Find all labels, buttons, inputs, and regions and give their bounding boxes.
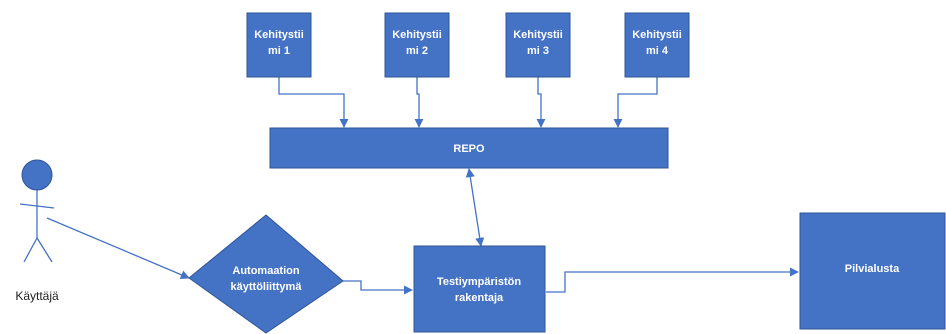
cloud-platform-label: Pilvialusta	[845, 263, 900, 275]
repo-node: REPO	[269, 127, 669, 169]
developer-node-4-label-line1: Kehitystii	[632, 29, 682, 41]
edge-dev3-repo	[536, 77, 546, 128]
developer-node-1: Kehitystii mi 1	[246, 12, 312, 78]
developer-node-4: Kehitystii mi 4	[624, 12, 690, 78]
developer-node-3-label-line1: Kehitystii	[513, 29, 563, 41]
user-actor-label: Käyttäjä	[15, 289, 59, 303]
developer-node-4-label-line2: mi 4	[646, 45, 669, 57]
user-actor: Käyttäjä	[15, 159, 59, 303]
test-environment-builder-node: Testiympäristön rakentaja	[413, 245, 546, 333]
developer-node-3: Kehitystii mi 3	[505, 12, 571, 78]
actor-head-icon	[21, 159, 53, 191]
test-environment-builder-label-line1: Testiympäristön	[437, 276, 521, 288]
developer-node-2-label-line1: Kehitystii	[392, 29, 442, 41]
automation-ui-label-line1: Automaation	[232, 265, 300, 277]
automation-ui-node: Automaation käyttöliittymä	[188, 214, 344, 334]
edge-dev4-repo	[613, 77, 658, 128]
test-environment-builder-label-line2: rakentaja	[455, 292, 504, 304]
edge-dev1-repo	[278, 77, 349, 128]
automation-ui-label-line2: käyttöliittymä	[231, 281, 303, 293]
edge-repo-builder	[465, 168, 485, 247]
developer-node-1-label-line2: mi 1	[268, 45, 290, 57]
edge-user-ui	[46, 217, 190, 280]
developer-node-1-label-line1: Kehitystii	[254, 29, 304, 41]
repo-node-label: REPO	[453, 143, 485, 155]
developer-node-3-label-line2: mi 3	[527, 45, 549, 57]
edge-builder-cloud	[546, 267, 799, 293]
edge-ui-builder	[343, 280, 413, 295]
developer-node-2-label-line2: mi 2	[406, 45, 428, 57]
developer-node-2: Kehitystii mi 2	[384, 12, 450, 78]
edge-dev2-repo	[414, 77, 424, 128]
cloud-platform-node: Pilvialusta	[799, 212, 946, 330]
